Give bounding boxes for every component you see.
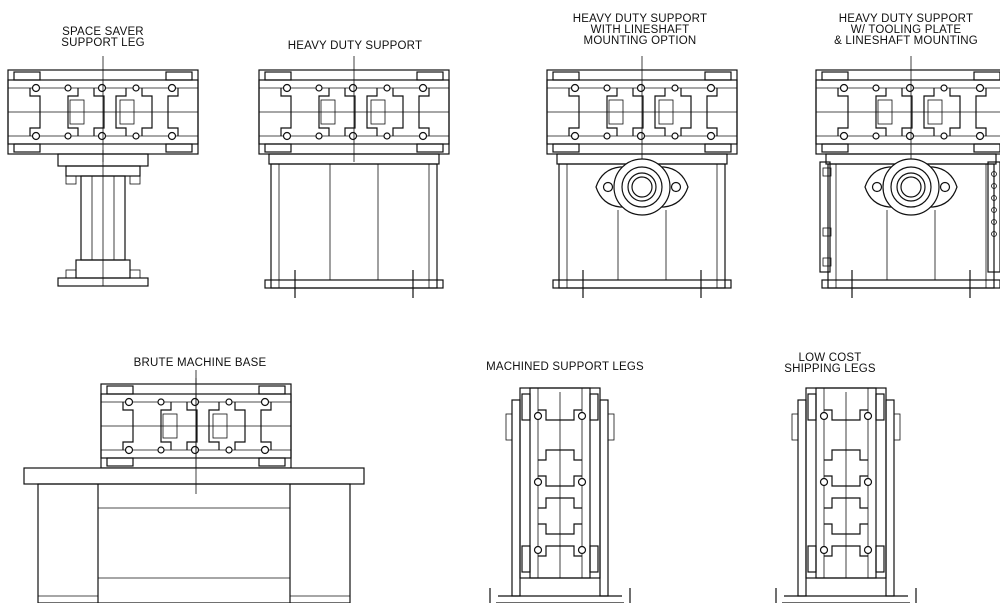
brute-machine-base [23,369,365,603]
heavy-duty-support [258,55,450,298]
low-cost-shipping-legs [775,387,917,603]
space-saver-support-leg [7,55,199,287]
machined-support-legs [489,387,631,603]
label-brute-base: BRUTE MACHINE BASE [133,357,267,369]
label-machined-legs: MACHINED SUPPORT LEGS [486,361,644,373]
heavy-duty-tooling-plate-support [815,55,1000,298]
heavy-duty-lineshaft-support [546,55,738,298]
label-heavy-duty: HEAVY DUTY SUPPORT [287,40,423,52]
